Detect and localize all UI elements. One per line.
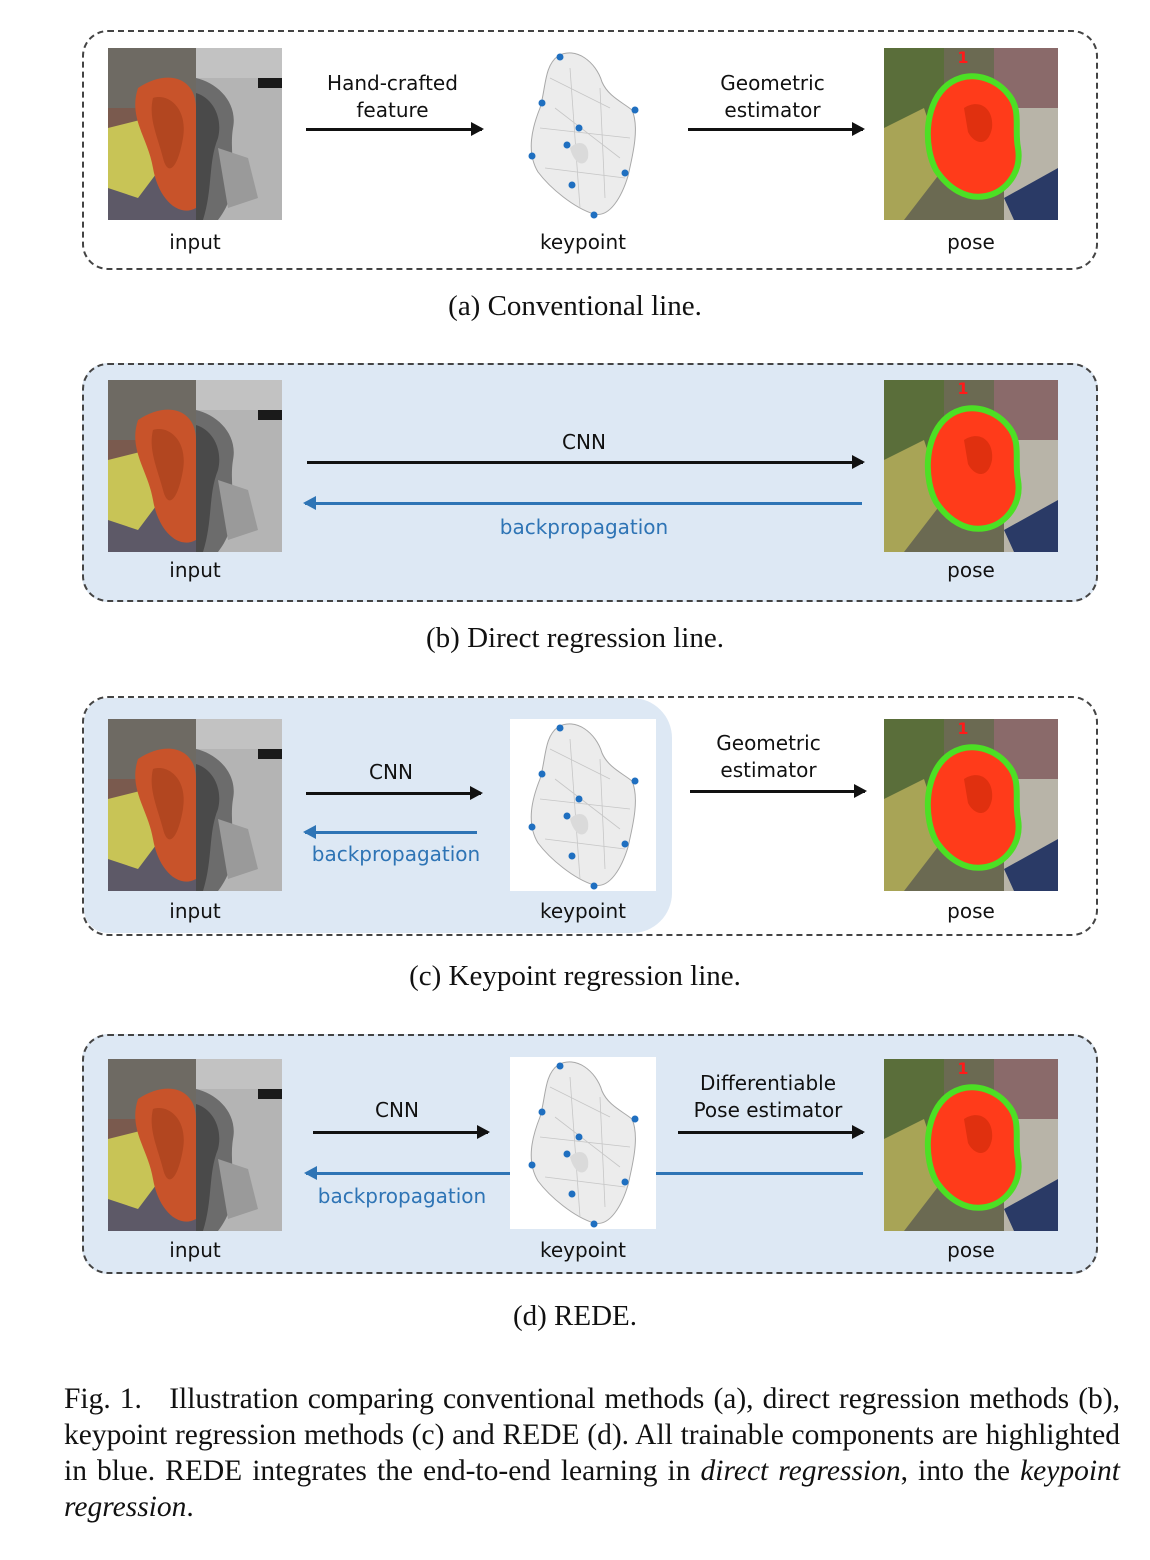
cnn-arrow	[313, 1125, 490, 1139]
pose-marker: 1	[957, 48, 969, 67]
pose-marker: 1	[957, 379, 969, 398]
arrow-label-geometric: Geometric estimator	[720, 71, 825, 122]
cnn-arrow	[306, 786, 483, 800]
cnn-label: CNN	[369, 760, 413, 784]
caption-c: (c) Keypoint regression line.	[409, 960, 741, 992]
pose-marker: 1	[957, 719, 969, 738]
figure-caption-prefix: Fig. 1.	[64, 1383, 142, 1415]
figure-caption-italic: direct regression	[700, 1455, 901, 1487]
caption-a: (a) Conventional line.	[448, 290, 702, 322]
estimator-arrow	[678, 1125, 865, 1139]
backprop-arrow	[303, 825, 477, 839]
pose-image	[884, 719, 1058, 891]
cnn-label: CNN	[562, 430, 606, 454]
pose-label: pose	[947, 230, 995, 254]
estimator-arrow	[690, 784, 867, 798]
keypoint-image	[510, 48, 656, 220]
pose-label: pose	[947, 899, 995, 923]
figure-caption-italic: keypoint regression	[64, 1455, 1120, 1523]
arrow-label-hand-crafted: Hand-crafted feature	[327, 71, 458, 122]
input-image	[108, 1059, 282, 1231]
pose-image	[884, 1059, 1058, 1231]
pose-label: pose	[947, 558, 995, 582]
backprop-label: backpropagation	[499, 515, 669, 539]
pose-label: pose	[947, 1238, 995, 1262]
forward-arrow	[306, 122, 484, 136]
input-label: input	[169, 230, 221, 254]
pose-image	[884, 48, 1058, 220]
backprop-arrow	[304, 1166, 510, 1180]
input-label: input	[169, 1238, 221, 1262]
keypoint-image	[510, 1057, 656, 1229]
figure-caption-text: Illustration comparing conventional meth…	[64, 1383, 1121, 1487]
pose-marker: 1	[957, 1059, 969, 1078]
cnn-arrow	[307, 455, 865, 469]
estimator-arrow	[688, 122, 865, 136]
input-image	[108, 48, 282, 220]
panel-a	[82, 30, 1098, 270]
caption-d: (d) REDE.	[512, 1300, 638, 1332]
pose-image	[884, 380, 1058, 552]
backprop-label: backpropagation	[317, 1184, 487, 1208]
cnn-label: CNN	[375, 1098, 419, 1122]
figure-caption-text: , into the	[900, 1455, 1021, 1487]
figure-caption-text: .	[186, 1491, 194, 1523]
caption-b: (b) Direct regression line.	[426, 622, 724, 654]
input-image	[108, 719, 282, 891]
backprop-arrow	[303, 496, 862, 510]
figure-caption: Fig. 1. Illustration comparing conventio…	[64, 1381, 1120, 1525]
keypoint-label: keypoint	[539, 899, 626, 923]
arrow-label-differentiable: Differentiable Pose estimator	[693, 1071, 843, 1122]
keypoint-label: keypoint	[539, 230, 626, 254]
input-image	[108, 380, 282, 552]
arrow-label-geometric: Geometric estimator	[716, 731, 821, 782]
backprop-label: backpropagation	[311, 842, 481, 866]
input-label: input	[169, 558, 221, 582]
keypoint-label: keypoint	[539, 1238, 626, 1262]
input-label: input	[169, 899, 221, 923]
panel-c	[82, 696, 1098, 936]
backprop-line	[656, 1172, 863, 1175]
keypoint-image	[510, 719, 656, 891]
